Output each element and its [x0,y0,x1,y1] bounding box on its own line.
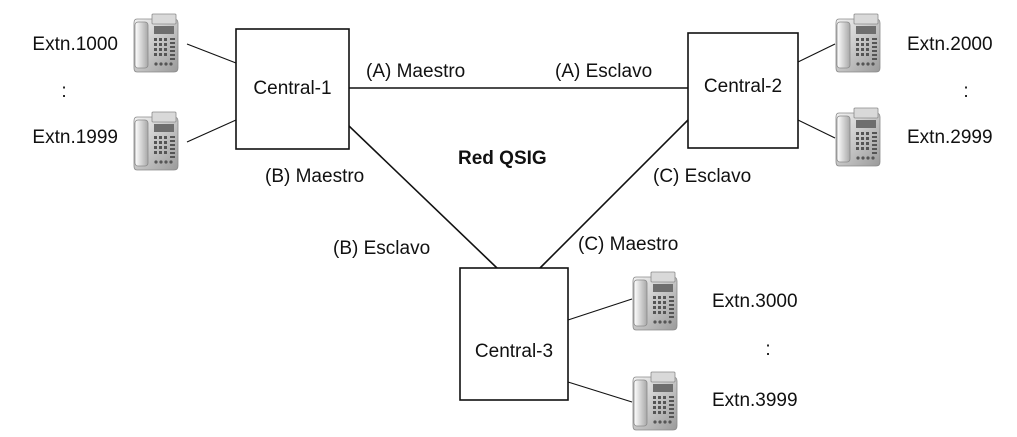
link-c-master-label: (C) Maestro [578,234,678,255]
central-1-label: Central-1 [253,78,331,99]
extn-1000-label: Extn.1000 [32,34,118,55]
central-3-label: Central-3 [475,341,553,362]
extn-3999-label: Extn.3999 [712,390,798,411]
desk-telephone-icon [835,13,881,73]
extn-3-ellipsis: : [765,339,770,360]
desk-telephone-icon [632,271,678,331]
desk-telephone-icon [133,13,179,73]
central-2-label: Central-2 [704,76,782,97]
extn-2999-label: Extn.2999 [907,127,993,148]
extn-2000-label: Extn.2000 [907,34,993,55]
extn-3000-label: Extn.3000 [712,291,798,312]
extn-1999-label: Extn.1999 [32,127,118,148]
link-b-slave-label: (B) Esclavo [333,238,430,259]
extn-2-ellipsis: : [963,81,968,102]
network-label: Red QSIG [458,148,547,169]
wire-extn-2999 [797,119,836,139]
link-a-master-label: (A) Maestro [366,61,465,82]
central-3-box: Central-3 [459,267,569,401]
link-b-master-label: (B) Maestro [265,166,364,187]
wire-extn-1999 [186,119,237,143]
extn-1-ellipsis: : [61,81,66,102]
link-c [539,119,689,269]
desk-telephone-icon [835,107,881,167]
desk-telephone-icon [133,111,179,171]
wire-extn-2000 [797,43,836,63]
link-c-slave-label: (C) Esclavo [653,166,751,187]
central-2-box: Central-2 [687,32,799,149]
wire-extn-3000 [567,298,633,321]
link-b [348,125,498,269]
wire-extn-3999 [567,381,633,403]
wire-extn-1000 [186,43,237,64]
desk-telephone-icon [632,371,678,431]
central-1-box: Central-1 [235,28,350,150]
link-a-slave-label: (A) Esclavo [555,61,652,82]
